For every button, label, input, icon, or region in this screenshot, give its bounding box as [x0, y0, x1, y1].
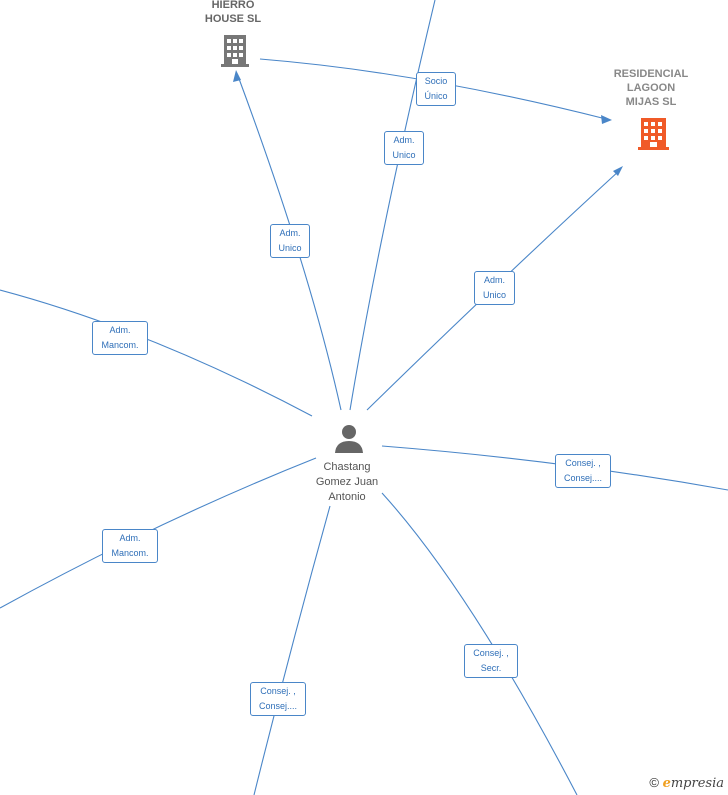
edge-label-line: Único	[424, 91, 448, 101]
edge-label-line: Adm.	[109, 325, 131, 335]
arrowhead-residencial	[613, 166, 623, 176]
copyright-icon: ©	[649, 775, 659, 790]
edge-label-line: Consej. ,	[473, 648, 509, 658]
edge-person-to-lower-right	[381, 492, 578, 795]
edge-person-to-bottom	[253, 505, 331, 795]
edge-label-consej-secr[interactable]: Consej. , Secr.	[464, 644, 518, 678]
node-name-line: Gomez Juan	[315, 476, 379, 488]
edge-person-to-lower-left	[0, 457, 317, 609]
edge-label-line: Consej. ,	[260, 686, 296, 696]
person-icon	[335, 425, 363, 453]
building-icon-highlight	[638, 118, 669, 150]
edge-label-line: Adm.	[279, 228, 301, 238]
node-name-line: Chastang	[323, 461, 371, 473]
edge-label-line: Consej. ,	[565, 458, 601, 468]
edge-label-consej-right[interactable]: Consej. , Consej....	[555, 454, 611, 488]
brand-logo[interactable]: empresia	[663, 776, 724, 791]
node-name-line: RESIDENCIAL	[613, 68, 689, 80]
edge-label-line: Unico	[392, 150, 416, 160]
node-name-line: Antonio	[328, 491, 366, 503]
arrowhead-hierro	[233, 70, 241, 82]
node-name-line: HIERRO	[211, 0, 255, 11]
edge-person-to-top-offscreen	[349, 0, 436, 411]
edge-label-line: Mancom.	[111, 548, 149, 558]
node-residencial-lagoon-label[interactable]: RESIDENCIAL LAGOON MIJAS SL	[596, 67, 706, 109]
edge-label-line: Mancom.	[101, 340, 139, 350]
building-icon	[221, 35, 249, 67]
edge-label-line: Adm.	[483, 275, 505, 285]
edge-label-socio-unico[interactable]: Socio Único	[416, 72, 456, 106]
arrowhead-residencial-from-hierro	[601, 115, 612, 124]
edge-label-line: Secr.	[480, 663, 502, 673]
edge-label-adm-mancom-lower-left[interactable]: Adm. Mancom.	[102, 529, 158, 563]
footer-brand: © empresia	[649, 775, 724, 791]
edge-label-line: Socio	[424, 76, 448, 86]
edge-label-line: Adm.	[393, 135, 415, 145]
node-person-label[interactable]: Chastang Gomez Juan Antonio	[292, 460, 402, 505]
edge-label-line: Unico	[278, 243, 302, 253]
edge-label-adm-unico-residencial[interactable]: Adm. Unico	[474, 271, 515, 305]
edge-label-consej-bottom[interactable]: Consej. , Consej....	[250, 682, 306, 716]
node-name-line: LAGOON	[626, 82, 676, 94]
edge-label-line: Unico	[482, 290, 506, 300]
edge-label-line: Adm.	[119, 533, 141, 543]
node-hierro-house-label[interactable]: HIERRO HOUSE SL	[178, 0, 288, 26]
edge-label-line: Consej....	[563, 473, 603, 483]
brand-name: mpresia	[670, 776, 724, 791]
edge-person-to-upper-left	[0, 289, 313, 417]
edge-label-adm-unico-hierro[interactable]: Adm. Unico	[270, 224, 310, 258]
node-name-line: MIJAS SL	[625, 96, 677, 108]
node-name-line: HOUSE SL	[204, 13, 262, 25]
edge-label-adm-mancom-upper-left[interactable]: Adm. Mancom.	[92, 321, 148, 355]
edge-label-line: Consej....	[258, 701, 298, 711]
brand-initial: e	[662, 776, 671, 791]
edge-label-adm-unico-top[interactable]: Adm. Unico	[384, 131, 424, 165]
